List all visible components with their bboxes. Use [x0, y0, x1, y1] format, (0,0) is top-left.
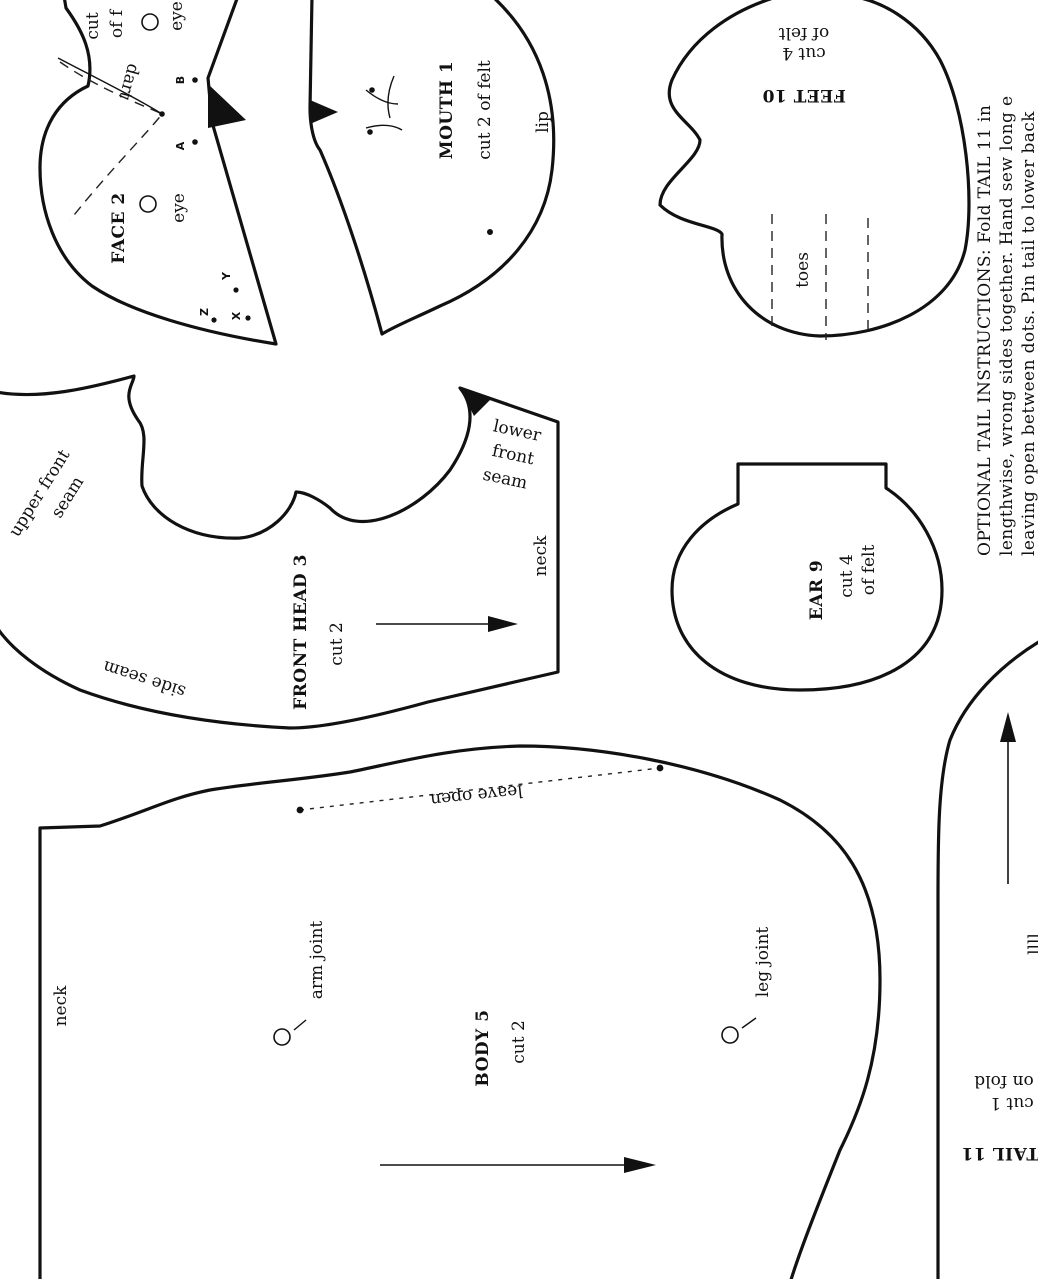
tail-grain-arrowhead — [1000, 712, 1016, 742]
arm-joint-pointer — [293, 1019, 307, 1031]
mouth-smile-mark — [365, 75, 403, 131]
face-top-of-label: of f — [107, 8, 127, 38]
tail-cut-label: cut 1 — [990, 1093, 1034, 1113]
face-dot-b — [192, 77, 198, 83]
body-outline — [38, 744, 882, 1279]
feet-title: FEET 10 — [762, 85, 846, 105]
body-dot-leave-open-end — [656, 764, 664, 772]
dart-fold-line — [57, 57, 163, 115]
mouth-title: MOUTH 1 — [437, 61, 457, 159]
mouth-outline — [308, 0, 556, 336]
face-dot-x — [245, 315, 251, 321]
front-head-outline — [0, 374, 560, 730]
ear-outline — [670, 462, 944, 692]
mouth-piece: MOUTH 1 cut 2 of felt lip — [308, 0, 556, 336]
front-head-notch-marker — [460, 388, 492, 416]
leg-joint-marker — [721, 1026, 739, 1044]
feet-toes-label: toes — [793, 252, 813, 288]
face-top-cut-label: cut — [83, 12, 103, 39]
face-eye-marker — [139, 195, 157, 213]
ear-piece: EAR 9 cut 4 of felt — [670, 462, 944, 692]
tail-instructions: OPTIONAL TAIL INSTRUCTIONS: Fold TAIL 11… — [975, 96, 1038, 557]
feet-outline — [658, 0, 971, 338]
feet-of-label: of felt — [779, 23, 830, 43]
mouth-lip-label: lip — [533, 111, 553, 133]
body-neck-label: neck — [51, 985, 71, 1027]
face-piece: FACE 2 eye cut of f eye dart A B Y X Z — [38, 0, 278, 346]
front-head-title: FRONT HEAD 3 — [291, 554, 311, 710]
instructions-line-2: lengthwise, wrong sides together. Hand s… — [997, 96, 1017, 557]
face-top-eye-marker — [141, 13, 159, 31]
front-head-grain-arrowhead — [488, 616, 518, 632]
face-outline — [38, 0, 278, 346]
tail-outline — [936, 640, 1038, 1279]
ear-title: EAR 9 — [807, 560, 827, 621]
mouth-dot-lip — [487, 229, 493, 235]
instructions-line-1: OPTIONAL TAIL INSTRUCTIONS: Fold TAIL 11… — [975, 105, 995, 556]
tail-fold-label: on fold — [974, 1071, 1034, 1091]
leg-joint-pointer — [741, 1017, 757, 1029]
body-title: BODY 5 — [473, 1009, 493, 1086]
face-point-z: Z — [198, 308, 211, 316]
instructions-line-3: leaving open between dots. Pin tail to l… — [1019, 111, 1038, 556]
face-point-x: X — [230, 311, 243, 320]
face-notch-marker — [208, 84, 246, 128]
mouth-dot-top — [369, 87, 375, 93]
tail-title: TAIL 11 — [961, 1143, 1038, 1163]
body-dot-leave-open-start — [296, 806, 304, 814]
leave-open-line — [299, 767, 661, 811]
body-cut-label: cut 2 — [509, 1020, 529, 1064]
face-eye-label: eye — [169, 193, 189, 223]
tail-edge-text: llll — [1025, 933, 1038, 955]
feet-piece: FEET 10 cut 4 of felt toes — [658, 0, 971, 340]
face-point-y: Y — [220, 271, 233, 281]
mouth-notch-marker — [310, 100, 338, 124]
leg-joint-label: leg joint — [753, 927, 773, 998]
tail-piece: TAIL 11 cut 1 on fold llll — [936, 640, 1038, 1279]
ear-cut-label: cut 4 — [837, 554, 857, 598]
face-top-eye-label: eye — [167, 1, 187, 31]
face-dot-dart — [159, 111, 165, 117]
front-head-cut-label: cut 2 — [327, 622, 347, 666]
arm-joint-marker — [273, 1028, 291, 1046]
body-piece: BODY 5 cut 2 neck arm joint leg joint le… — [38, 744, 882, 1279]
feet-cut-label: cut 4 — [782, 43, 826, 63]
arm-joint-label: arm joint — [307, 921, 327, 1000]
face-title: FACE 2 — [109, 192, 129, 264]
body-grain-arrowhead — [624, 1157, 656, 1173]
face-dot-a — [192, 139, 198, 145]
face-dot-y — [233, 287, 239, 293]
mouth-cut-label: cut 2 of felt — [475, 60, 495, 160]
face-point-b: B — [174, 76, 187, 84]
front-head-neck-label: neck — [531, 535, 551, 577]
face-dot-z — [211, 317, 217, 323]
ear-of-label: of felt — [859, 545, 879, 596]
face-point-a: A — [174, 141, 187, 150]
front-head-piece: FRONT HEAD 3 cut 2 upper front seam lowe… — [0, 374, 560, 730]
mouth-dot-bottom — [367, 129, 373, 135]
